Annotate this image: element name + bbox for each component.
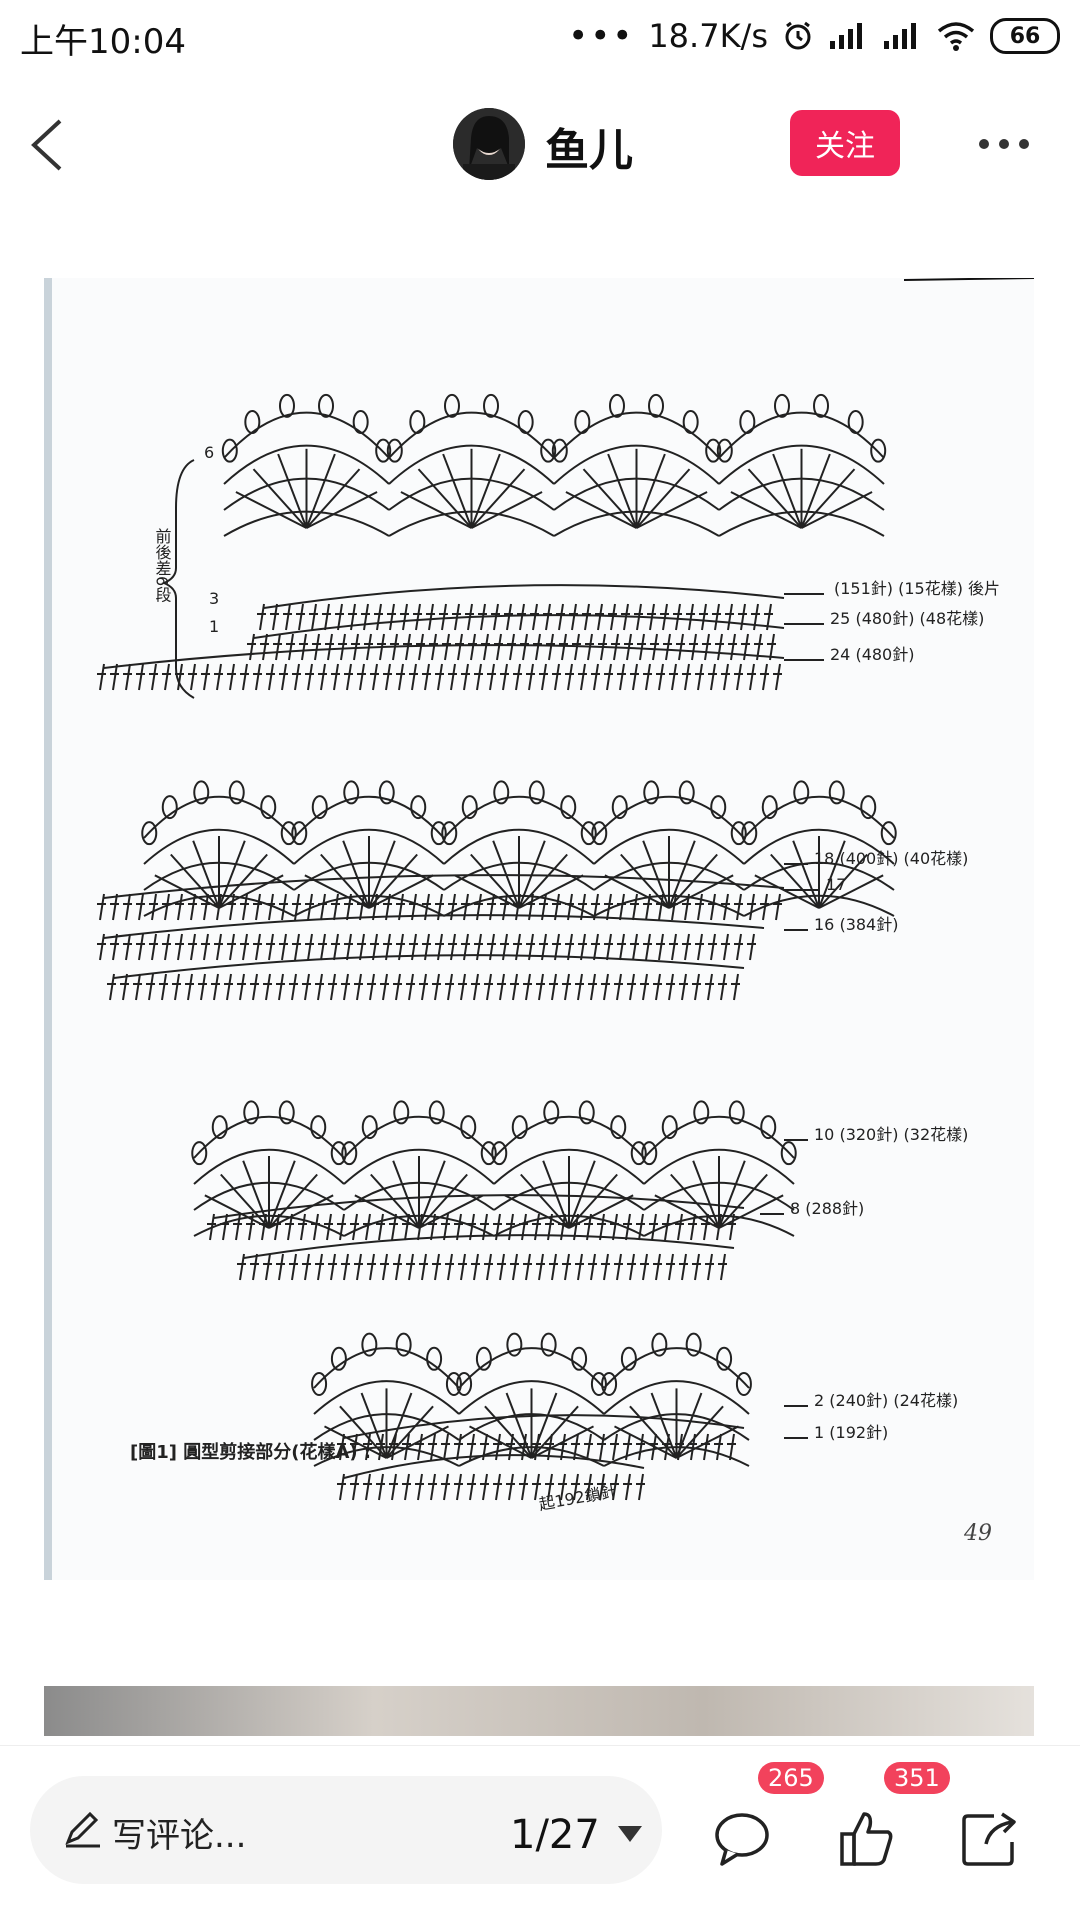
row-label: 8 (288針) [790, 1199, 864, 1218]
alarm-icon [785, 21, 811, 50]
page-number: 49 [963, 1521, 992, 1546]
battery-indicator: 66 [990, 18, 1060, 54]
bottom-action-bar: 写评论... 1/27 265 351 [0, 1745, 1080, 1921]
left-label-1: 1 [209, 617, 219, 636]
more-notifications-icon: ••• [568, 16, 635, 56]
next-image-preview[interactable] [44, 1686, 1034, 1736]
like-count-badge: 351 [884, 1762, 950, 1794]
left-label-3: 3 [209, 589, 219, 608]
row-label: 10 (320針) (32花樣) [814, 1125, 968, 1144]
author-avatar[interactable] [453, 108, 525, 180]
share-icon[interactable] [960, 1808, 1020, 1868]
caret-down-icon[interactable] [618, 1826, 642, 1842]
signal-icon [830, 23, 862, 49]
side-note: 前後差6段 [153, 528, 172, 602]
row-label: (151針) (15花樣) 後片 [834, 579, 1000, 598]
row-label: 24 (480針) [830, 645, 914, 664]
status-bar: 上午10:04 ••• 18.7K/s 66 [0, 0, 1080, 70]
more-options-icon[interactable] [978, 134, 1030, 154]
row-label: 16 (384針) [814, 915, 898, 934]
comment-placeholder[interactable]: 写评论... [112, 1816, 247, 1856]
back-arrow-icon[interactable] [24, 115, 80, 175]
pattern-caption: [圖1] 圓型剪接部分(花樣A) : [130, 1441, 371, 1463]
status-indicators: ••• 18.7K/s 66 [568, 14, 1060, 58]
crochet-chart-drawing: 前後差6段 6 3 1 (151針) (15花樣) 後片 25 (480針) (… [97, 278, 1034, 1546]
image-edge [44, 278, 52, 1580]
left-label-6: 6 [204, 443, 214, 462]
follow-button[interactable]: 关注 [790, 110, 900, 176]
comment-input[interactable] [30, 1776, 662, 1884]
net-speed: 18.7K/s [648, 17, 768, 55]
top-nav: 鱼儿 关注 [0, 90, 1080, 200]
row-label: 18 (400針) (40花樣) [814, 849, 968, 868]
signal-icon-2 [884, 23, 916, 49]
comment-count-badge: 265 [758, 1762, 824, 1794]
crochet-pattern-image[interactable]: 前後差6段 6 3 1 (151針) (15花樣) 後片 25 (480針) (… [44, 278, 1034, 1580]
wifi-icon [937, 22, 975, 51]
author-name[interactable]: 鱼儿 [545, 125, 633, 176]
row-label: 1 (192針) [814, 1423, 888, 1442]
row-label: 2 (240針) (24花樣) [814, 1391, 958, 1410]
status-time: 上午10:04 [20, 22, 186, 62]
row-label: 25 (480針) (48花樣) [830, 609, 984, 628]
page-indicator[interactable]: 1/27 [510, 1812, 600, 1858]
row-label: 17 [826, 875, 846, 894]
comment-icon[interactable] [712, 1808, 772, 1868]
like-thumb-icon[interactable] [836, 1808, 896, 1868]
pen-icon [65, 1811, 100, 1848]
